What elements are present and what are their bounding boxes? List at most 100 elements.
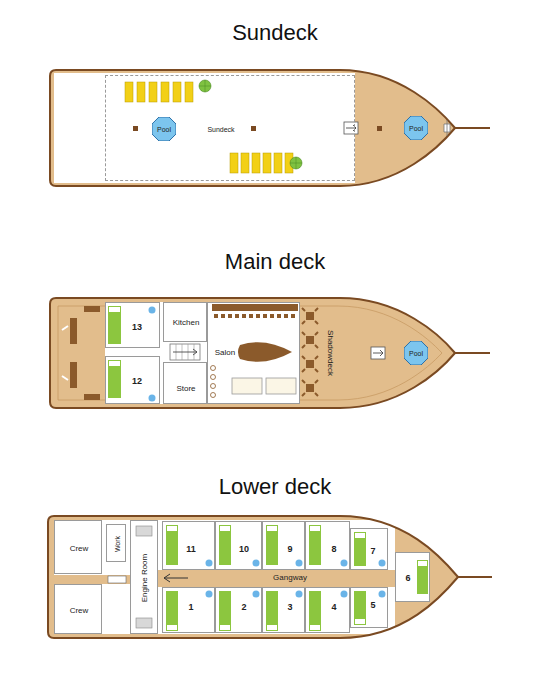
parasol-ribs — [290, 157, 302, 169]
bar-counter — [212, 304, 298, 311]
pillow — [167, 526, 177, 531]
pillow — [355, 619, 365, 624]
room-label: Work — [114, 536, 121, 552]
room-box: 8 — [305, 521, 350, 570]
sunbed — [149, 82, 157, 102]
deck-zone: Shadowdeck — [300, 300, 340, 406]
pillow — [220, 625, 230, 630]
side-table — [211, 366, 216, 371]
pillow — [418, 561, 427, 566]
bed — [266, 525, 278, 565]
bathroom — [296, 591, 303, 598]
room-label: Store — [176, 385, 195, 393]
cabin-number: 9 — [287, 545, 292, 554]
room-label: Engine Room — [141, 554, 149, 602]
bow-cabin-fill — [395, 552, 430, 602]
room-box: 11 — [162, 521, 215, 570]
pillow — [355, 533, 365, 538]
room-label: Pool — [409, 125, 423, 132]
stern-bench — [70, 318, 77, 344]
pillow — [310, 625, 320, 630]
sunbed — [230, 153, 238, 173]
room-box: 6 — [395, 552, 430, 602]
bar-stool — [228, 314, 232, 318]
cabin-number: 4 — [331, 603, 336, 612]
bar-stool — [249, 314, 253, 318]
toilet — [149, 307, 156, 314]
sunbed — [241, 153, 249, 173]
cabin-number: 11 — [186, 545, 196, 554]
deck-area: SundeckPool — [105, 75, 355, 181]
room-box: 10 — [215, 521, 262, 570]
stairs — [371, 347, 385, 359]
deck-chairs — [302, 332, 318, 348]
room-box: 4 — [305, 587, 350, 633]
mast-post — [133, 126, 138, 131]
sunbed — [125, 82, 133, 102]
cabin-number: 10 — [239, 545, 249, 554]
sunbed — [161, 82, 169, 102]
cabin-number: 6 — [405, 574, 410, 583]
side-table — [211, 375, 216, 380]
room-box: 2 — [215, 587, 262, 633]
side-table — [211, 384, 216, 389]
room-label: Gangway — [273, 574, 307, 582]
sofa — [232, 378, 262, 394]
cabin-number: 1 — [188, 603, 193, 612]
bed — [108, 360, 121, 398]
cabin-number: 12 — [132, 377, 142, 386]
bed — [219, 591, 231, 631]
lower-deck-hull-fill — [48, 516, 458, 638]
stern-bench — [84, 394, 100, 400]
bar-stool — [263, 314, 267, 318]
bed — [354, 591, 366, 625]
main-deck-hull — [50, 298, 455, 408]
room-label: Sundeck — [207, 126, 234, 133]
bathroom — [341, 591, 348, 598]
room-box: 3 — [262, 587, 305, 633]
room-box: Salon — [207, 302, 300, 404]
crew-corridor — [54, 575, 130, 584]
bar-stool — [221, 314, 225, 318]
interior — [105, 302, 300, 404]
room-box: Crew — [54, 584, 102, 634]
bed — [108, 306, 121, 344]
pillow — [267, 625, 277, 630]
bar-stool — [291, 314, 295, 318]
room-label: Kitchen — [173, 319, 200, 327]
bed — [166, 525, 178, 565]
stern-bench — [70, 362, 77, 388]
room-box: 9 — [262, 521, 305, 570]
hatch — [444, 120, 450, 136]
pool-water — [404, 116, 428, 140]
bathroom — [206, 560, 213, 567]
bed — [354, 532, 366, 566]
pillow — [167, 625, 177, 630]
bathroom — [379, 591, 386, 598]
pool-water — [404, 341, 428, 365]
bathroom — [253, 591, 260, 598]
sunbed — [137, 82, 145, 102]
engine — [136, 526, 152, 536]
room-box: 7 — [350, 528, 388, 570]
cabin-number: 13 — [132, 323, 142, 332]
bed — [417, 560, 428, 594]
sunbed — [263, 153, 271, 173]
bar-stool — [242, 314, 246, 318]
room-box: 1 — [162, 587, 215, 633]
sunbed — [173, 82, 181, 102]
bathroom — [341, 560, 348, 567]
bar-stool — [214, 314, 218, 318]
bathroom — [206, 591, 213, 598]
deck-table — [306, 312, 314, 320]
room-box: Crew — [54, 520, 102, 574]
pool-octagon: Pool — [404, 341, 428, 365]
cabin-number: 2 — [241, 603, 246, 612]
room-label: Shadowdeck — [326, 330, 334, 376]
room-label: Salon — [215, 349, 235, 357]
bowsprit — [455, 352, 490, 354]
engine — [136, 618, 152, 628]
bed — [309, 591, 321, 631]
gangway-floor — [158, 570, 395, 587]
